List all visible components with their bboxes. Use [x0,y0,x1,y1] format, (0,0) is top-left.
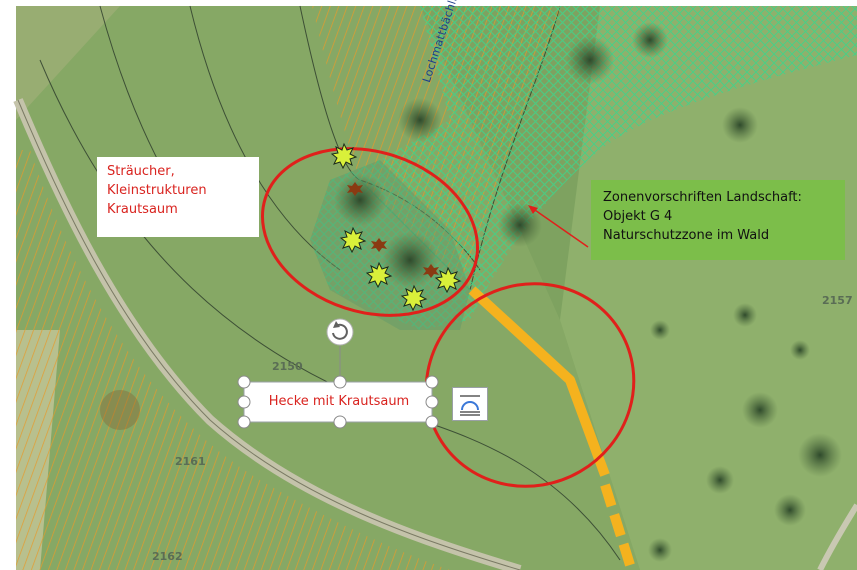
hedge-textbox-frame[interactable] [237,346,439,429]
shrubs-callout-line: Krautsaum [107,202,178,217]
small-structure-icon [347,182,439,278]
shrubs-callout: Sträucher, Kleinstrukturen Krautsaum [97,157,259,237]
rotate-handle-icon[interactable] [326,318,354,346]
text-wrap-layout-icon[interactable] [452,387,488,421]
parcel-number: 2150 [272,360,303,373]
hedge-textbox-label[interactable]: Hecke mit Krautsaum [268,394,410,409]
parcel-number: 2161 [175,455,206,468]
zone-callout-line: Objekt G 4 [603,209,673,224]
shrub-star-icon [330,142,462,312]
zone-callout-line: Naturschutzzone im Wald [603,228,770,243]
shrubs-callout-line: Sträucher, [107,164,175,179]
parcel-number: 2162 [152,550,183,563]
parcel-number: 2157 [822,294,853,307]
zone-regulation-callout: Zonenvorschriften Landschaft: Objekt G 4… [591,180,845,260]
shrubs-callout-line: Kleinstrukturen [107,183,207,198]
zone-callout-line: Zonenvorschriften Landschaft: [603,190,802,205]
